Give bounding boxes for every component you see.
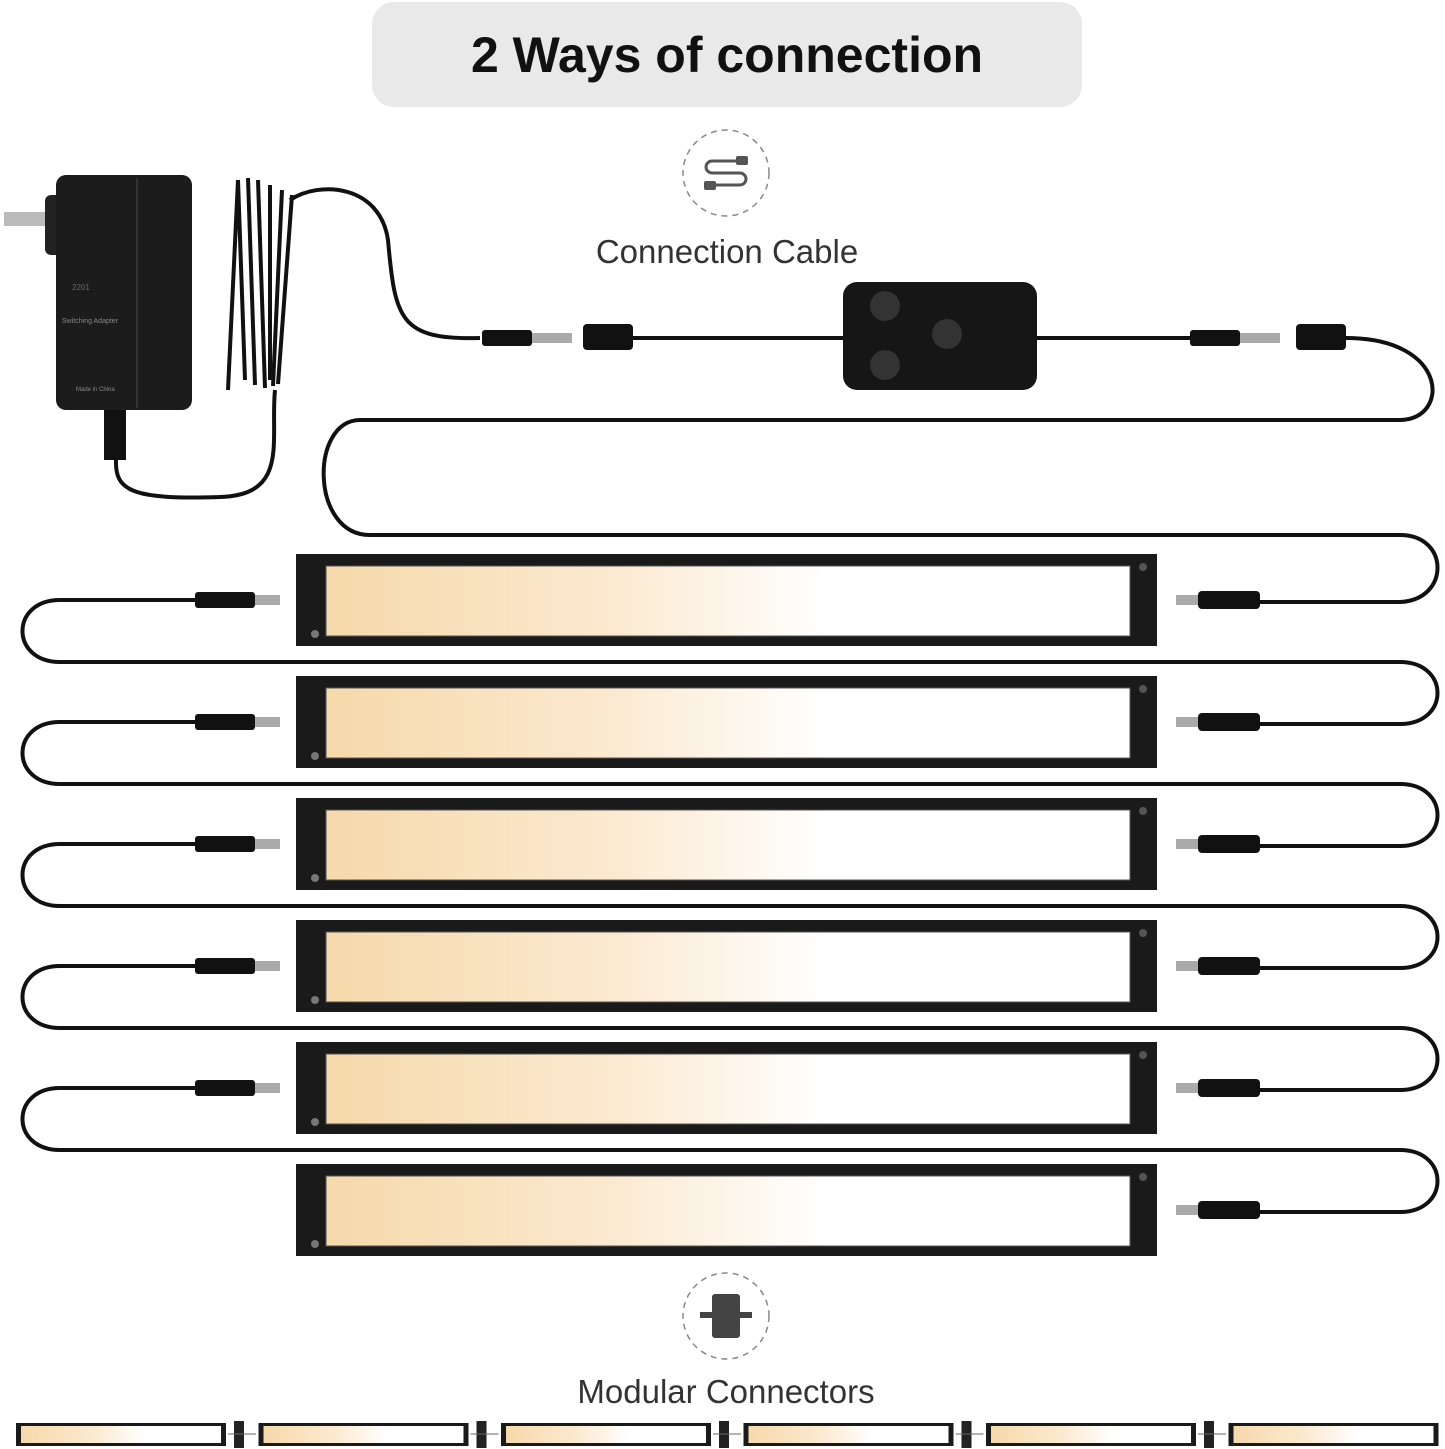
- screw: [311, 630, 319, 638]
- cable-icon: [682, 129, 770, 217]
- right-socket: [1198, 591, 1260, 609]
- bar-light: [325, 931, 1131, 1003]
- connection-cable-label: Connection Cable: [595, 233, 859, 270]
- bar-light: [325, 1053, 1131, 1125]
- screw: [1139, 1173, 1147, 1181]
- light-bar: [20, 1042, 1440, 1214]
- socket-tip: [1176, 839, 1198, 849]
- adapter-origin: Made in China: [76, 387, 115, 393]
- left-plug: [195, 592, 255, 608]
- modular-connectors-label: Modular Connectors: [577, 1373, 875, 1410]
- modular-bar: [501, 1421, 741, 1448]
- adapter-code: 2201: [72, 283, 90, 292]
- socket-tip: [1176, 961, 1198, 971]
- right-socket: [1198, 713, 1260, 731]
- bar-light: [21, 1426, 221, 1443]
- bar-light: [748, 1426, 949, 1443]
- link-cable: [20, 1086, 1440, 1214]
- power-adapter: 2201 Switching Adapter Made in China: [4, 175, 481, 500]
- plug-tip: [255, 717, 280, 727]
- screw: [311, 874, 319, 882]
- left-plug: [195, 836, 255, 852]
- modular-bar: [16, 1421, 256, 1448]
- light-bar: [296, 1164, 1260, 1256]
- link-cable: [20, 720, 1440, 848]
- link-cable: [20, 842, 1440, 970]
- title-banner: 2 Ways of connection: [372, 2, 1082, 107]
- connector-icon: [682, 1272, 770, 1360]
- left-plug: [195, 714, 255, 730]
- right-socket: [1198, 957, 1260, 975]
- bar-light: [325, 809, 1131, 881]
- socket-tip: [1176, 595, 1198, 605]
- screw: [1139, 807, 1147, 815]
- bar-light: [325, 565, 1131, 637]
- modular-bar: [1228, 1423, 1439, 1446]
- light-bar: [20, 676, 1440, 848]
- adapter-label: Switching Adapter: [62, 318, 119, 325]
- right-socket: [1198, 1201, 1260, 1219]
- plug-tip: [255, 595, 280, 605]
- bar-light: [1233, 1426, 1434, 1443]
- light-bar: [20, 554, 1440, 726]
- screw: [311, 996, 319, 1004]
- modular-bar: [743, 1421, 984, 1448]
- modular-bar: [986, 1421, 1226, 1448]
- bar-light: [325, 687, 1131, 759]
- bar-light: [506, 1426, 706, 1443]
- plug-tip: [255, 1083, 280, 1093]
- screw: [1139, 685, 1147, 693]
- screw: [1139, 929, 1147, 937]
- light-bar: [20, 920, 1440, 1092]
- socket-tip: [1176, 1205, 1198, 1215]
- screw: [1139, 1051, 1147, 1059]
- bar-light: [325, 1175, 1131, 1247]
- right-socket: [1198, 1079, 1260, 1097]
- right-socket: [1198, 835, 1260, 853]
- plug-tip: [255, 839, 280, 849]
- link-cable: [20, 598, 1440, 726]
- link-cable: [20, 964, 1440, 1092]
- screw: [311, 752, 319, 760]
- socket-tip: [1176, 1083, 1198, 1093]
- screw: [311, 1118, 319, 1126]
- bar-light: [263, 1426, 464, 1443]
- left-plug: [195, 1080, 255, 1096]
- page-title: 2 Ways of connection: [470, 26, 984, 83]
- controller-cable: [321, 282, 1440, 604]
- bar-light: [991, 1426, 1191, 1443]
- screw: [1139, 563, 1147, 571]
- screw: [311, 1240, 319, 1248]
- plug-tip: [255, 961, 280, 971]
- socket-tip: [1176, 717, 1198, 727]
- left-plug: [195, 958, 255, 974]
- light-bar: [20, 798, 1440, 970]
- modular-bar: [258, 1421, 499, 1448]
